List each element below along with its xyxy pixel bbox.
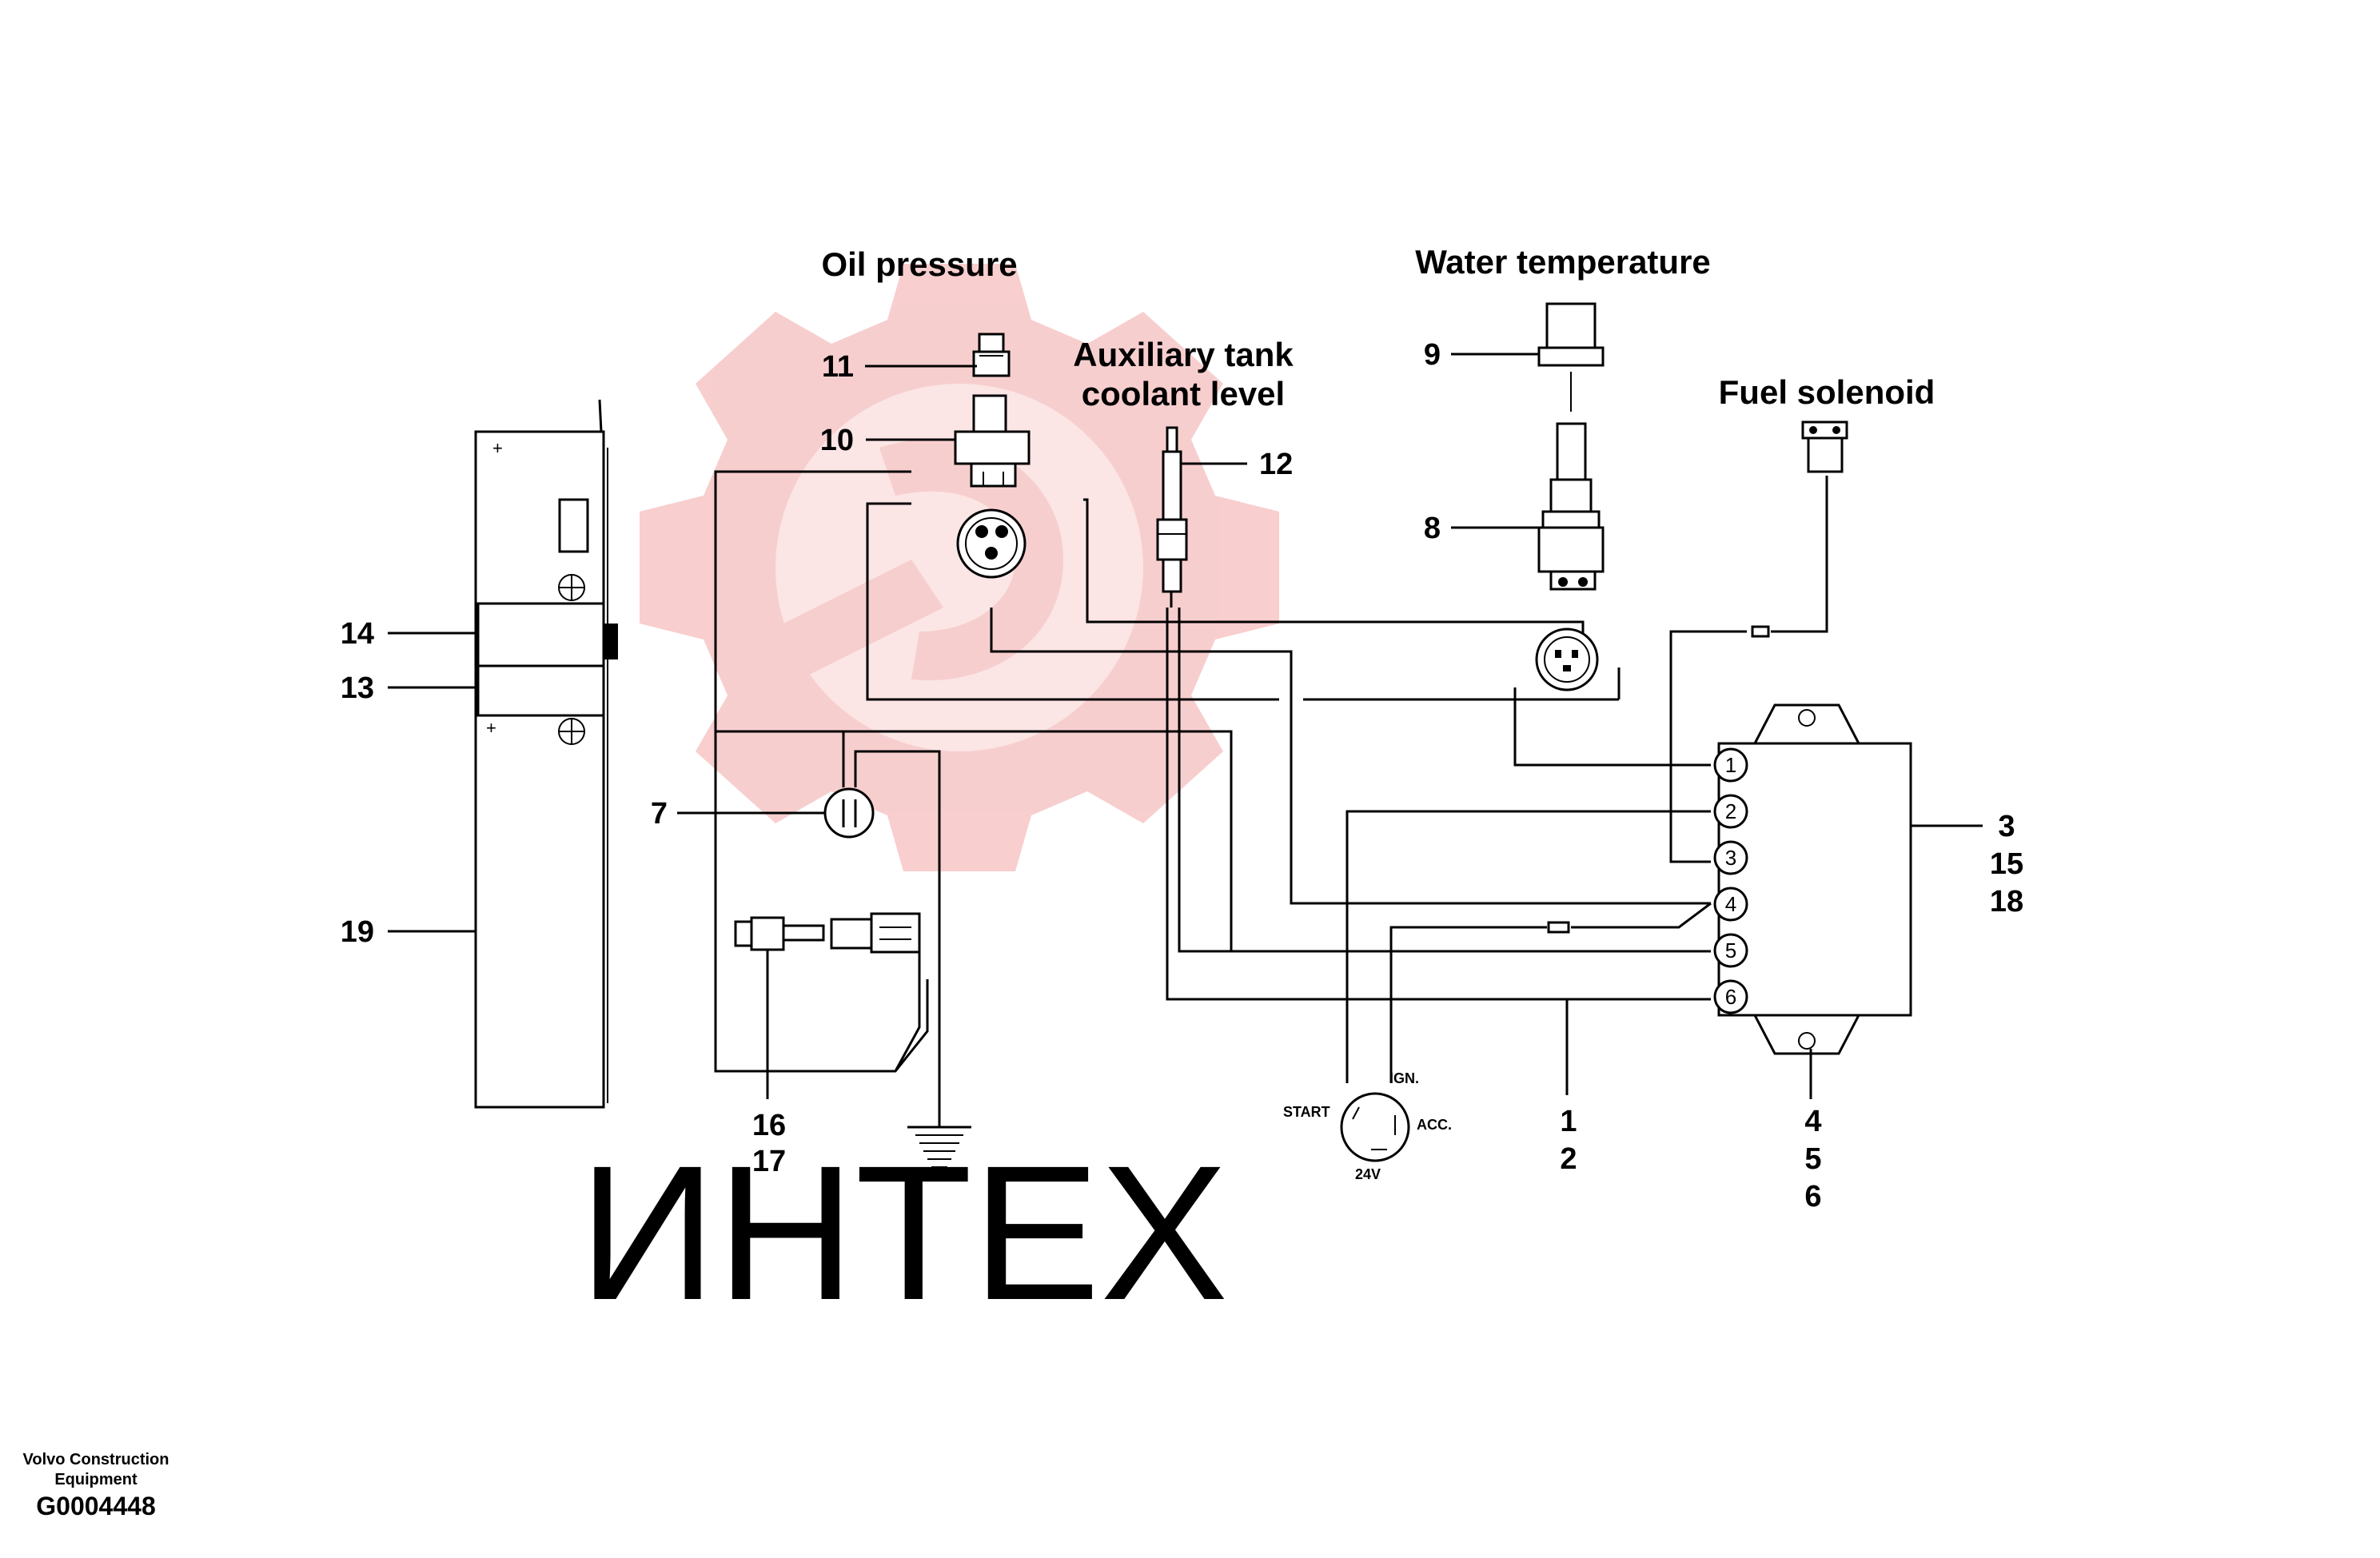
coolant-level-sensor-12 — [1156, 426, 1188, 608]
instrument-panel: + + — [474, 399, 608, 1109]
svg-text:+: + — [486, 718, 496, 738]
callout-4: 4 — [1804, 1105, 1821, 1138]
title-aux-tank-line2: coolant level — [1082, 375, 1285, 412]
callout-7: 7 — [651, 797, 668, 831]
callout-6: 6 — [1804, 1180, 1821, 1213]
callout-16: 16 — [752, 1109, 786, 1142]
inline-fuse — [1547, 921, 1570, 934]
controller-pins: 1 2 3 4 5 6 — [1713, 747, 1748, 1014]
title-water-temperature: Water temperature — [1415, 243, 1711, 281]
callout-12: 12 — [1259, 448, 1293, 481]
callout-11: 11 — [822, 350, 854, 384]
callout-18: 18 — [1990, 885, 2023, 918]
water-temp-connector — [1535, 628, 1599, 691]
callout-14: 14 — [341, 617, 374, 651]
ignition-acc-label: ACC. — [1417, 1117, 1452, 1133]
warning-lamp-14 — [476, 602, 618, 667]
callout-13: 13 — [341, 671, 374, 705]
title-oil-pressure: Oil pressure — [821, 245, 1017, 283]
controller-pin-5: 5 — [1725, 938, 1736, 962]
footer-company-line2: Equipment — [54, 1471, 138, 1488]
callout-leaders — [388, 353, 1983, 1099]
callout-5: 5 — [1804, 1142, 1821, 1176]
fuel-solenoid — [1751, 420, 1848, 638]
ignition-start-label: START — [1283, 1104, 1330, 1120]
title-fuel-solenoid: Fuel solenoid — [1719, 373, 1935, 411]
sensor-connector-16-17 — [734, 912, 921, 1099]
oil-pressure-switch-11 — [972, 333, 1011, 377]
controller-pin-1: 1 — [1725, 753, 1736, 777]
title-aux-tank-line1: Auxiliary tank — [1073, 336, 1294, 373]
callout-8: 8 — [1424, 512, 1441, 545]
callout-15: 15 — [1990, 847, 2023, 881]
callout-3: 3 — [1998, 810, 2015, 843]
watermark-text: ИНТЕХ — [579, 1126, 1229, 1340]
ignition-volt-label: 24V — [1355, 1166, 1381, 1182]
callout-9: 9 — [1424, 338, 1441, 372]
callout-2: 2 — [1560, 1142, 1577, 1176]
ignition-switch: START IGN. ACC. 24V — [1283, 1070, 1452, 1182]
warning-lamp-13 — [476, 664, 605, 717]
oil-pressure-sender-10 — [954, 394, 1031, 488]
controller-pin-3: 3 — [1725, 846, 1736, 870]
callout-19: 19 — [341, 915, 374, 949]
callout-17: 17 — [752, 1145, 786, 1178]
callout-10: 10 — [820, 424, 854, 457]
controller-pin-4: 4 — [1725, 892, 1736, 916]
controller-pin-6: 6 — [1725, 985, 1736, 1009]
watermark-logo — [640, 264, 1279, 871]
footer-company-line1: Volvo Construction — [23, 1451, 169, 1468]
ignition-ign-label: IGN. — [1389, 1070, 1419, 1086]
water-temp-switch-9 — [1537, 302, 1605, 412]
oil-pressure-connector — [956, 508, 1027, 579]
svg-text:+: + — [492, 438, 503, 458]
wiring-lines — [714, 470, 1828, 1119]
relay-7 — [823, 787, 875, 839]
callout-1: 1 — [1560, 1105, 1577, 1138]
controller-pin-2: 2 — [1725, 799, 1736, 823]
water-temp-sender-8 — [1537, 422, 1605, 591]
footer-drawing-id: G0004448 — [36, 1492, 155, 1520]
shutdown-controller — [1717, 703, 1912, 1055]
ground-symbol — [907, 1119, 971, 1168]
